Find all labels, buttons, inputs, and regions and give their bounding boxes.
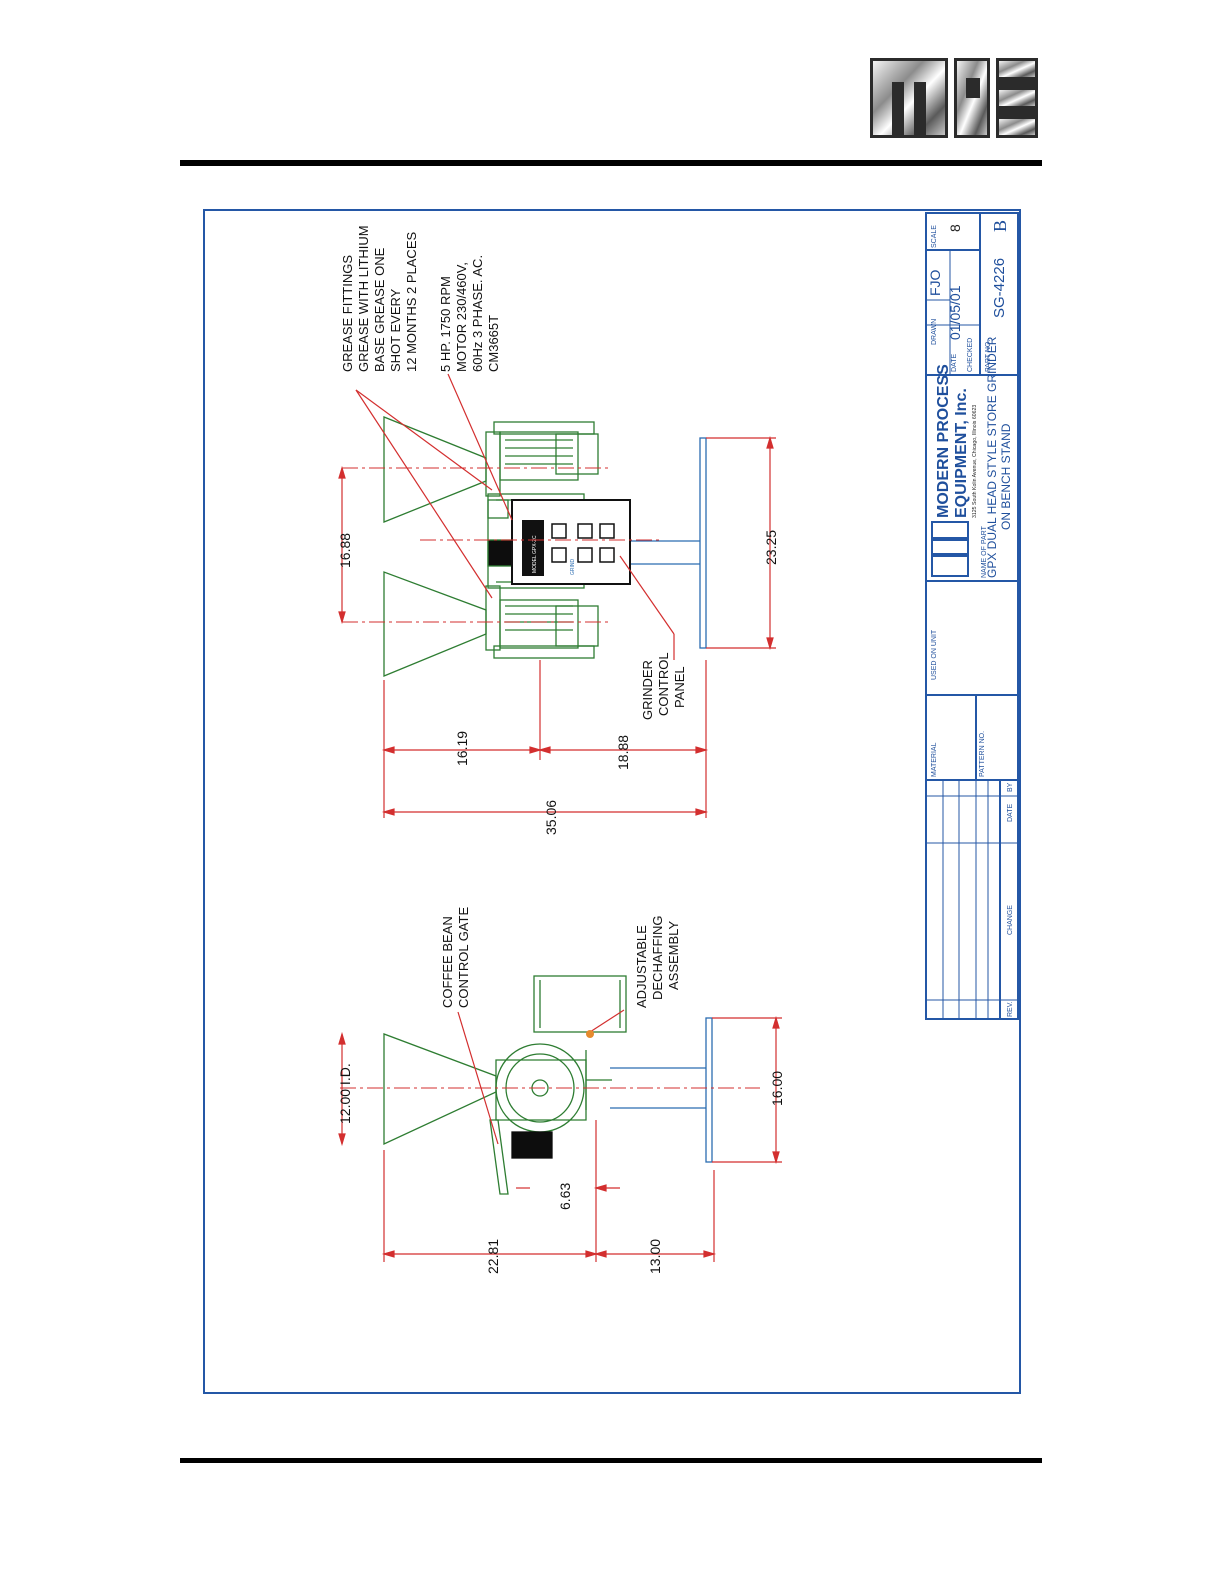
side-view-annotations: COFFEE BEAN CONTROL GATE ADJUSTABLE DECH… [337, 907, 785, 1274]
dim-35-06: 35.06 [543, 800, 559, 835]
panel-button-text: GRIND [570, 559, 576, 576]
company-address: 3125 South Kolin Avenue, Chicago, Illino… [972, 405, 978, 518]
drawn-label: DRAWN [931, 319, 938, 345]
side-stand-base [705, 1017, 713, 1163]
grease-note-line2: GREASE WITH LITHIUM [356, 225, 371, 372]
grease-note-line5: 12 MONTHS 2 PLACES [404, 232, 419, 372]
scale-value: 8 [947, 224, 963, 232]
left-hopper [383, 571, 487, 677]
side-view-drawing [383, 975, 713, 1195]
top-rule [180, 160, 1042, 166]
dim-18-88: 18.88 [615, 735, 631, 770]
name-of-part-label: NAME OF PART [981, 525, 988, 578]
dim-16-88: 16.88 [337, 533, 353, 568]
dim-16-00: 16.00 [769, 1071, 785, 1106]
date-label: DATE [951, 354, 958, 372]
part-no-label: PART NO. [985, 340, 992, 372]
dechaff-label-line1: ADJUSTABLE [634, 925, 649, 1008]
top-view-annotations: GREASE FITTINGS GREASE WITH LITHIUM BASE… [337, 225, 779, 835]
top-view-dimension-lines [338, 435, 776, 818]
scale-label: SCALE [931, 225, 938, 248]
dechaff-label-line2: DECHAFFING [650, 916, 665, 1001]
right-hopper [383, 416, 487, 523]
panel-label-line3: PANEL [672, 666, 687, 708]
grease-note-line4: SHOT EVERY [388, 288, 403, 372]
company-name-line2: EQUIPMENT, Inc. [953, 388, 970, 518]
company-name-line1: MODERN PROCESS [935, 364, 952, 518]
rev-label: REV. [1007, 1001, 1014, 1017]
top-view-centerlines [342, 467, 660, 623]
grease-note-line1: GREASE FITTINGS [340, 255, 355, 372]
title-block-logo [931, 521, 969, 577]
by-column-label: BY [1007, 782, 1014, 792]
gate-label-line2: CONTROL GATE [456, 907, 471, 1008]
stand-base-top [699, 437, 707, 649]
side-view-dimension-lines [338, 1015, 782, 1262]
motor-note-line3: 60Hz 3 PHASE. AC. [470, 255, 485, 372]
grease-note-line3: BASE GREASE ONE [372, 247, 387, 372]
part-name-line2: ON BENCH STAND [999, 423, 1013, 530]
title-block [925, 212, 1019, 1020]
title-block-text: SCALE 8 B DRAWN FJO DATE 01/05/01 CHECKE… [927, 220, 1014, 1017]
motor-note-line2: MOTOR 230/460V, [454, 262, 469, 372]
grinder-control-panel-box: MODEL GPX-2C GRIND [511, 499, 631, 585]
side-view-leaders [457, 1009, 625, 1145]
date-value: 01/05/01 [947, 285, 963, 340]
bottom-rule [180, 1458, 1042, 1463]
panel-label-line1: GRINDER [640, 660, 655, 720]
dim-6-63: 6.63 [557, 1183, 573, 1210]
change-label: CHANGE [1007, 905, 1014, 935]
panel-buttons[interactable] [551, 523, 615, 563]
side-hopper [383, 1033, 497, 1146]
panel-plate-text: MODEL GPX-2C [532, 535, 538, 573]
part-name-line1: GPX DUAL HEAD STYLE STORE GRINDER [985, 336, 999, 578]
motor-note-line4: CM3665T [486, 315, 501, 372]
dim-16-19: 16.19 [454, 731, 470, 766]
drawn-value: FJO [927, 269, 943, 296]
gate-label-line1: COFFEE BEAN [440, 916, 455, 1008]
checked-label: CHECKED [967, 338, 974, 372]
part-no-value: SG-4226 [991, 258, 1008, 318]
dim-13-00: 13.00 [647, 1239, 663, 1274]
drawing-border [203, 209, 1021, 1394]
material-label: MATERIAL [931, 742, 938, 777]
panel-label-line2: CONTROL [656, 652, 671, 716]
dechaffing-knob [586, 1030, 594, 1038]
used-on-label: USED ON UNIT [931, 629, 938, 680]
revision-letter: B [990, 220, 1010, 232]
dim-12-00-id: 12.00 I.D. [337, 1063, 353, 1124]
top-view-leaders [355, 373, 675, 660]
dim-22-81: 22.81 [485, 1239, 501, 1274]
motor-note-line1: 5 HP. 1750 RPM [438, 276, 453, 372]
dechaff-label-line3: ASSEMBLY [666, 921, 681, 990]
company-logo [870, 58, 1038, 138]
dim-23-25: 23.25 [763, 530, 779, 565]
date-column-label: DATE [1007, 804, 1014, 822]
pattern-no-label: PATTERN NO. [979, 731, 986, 777]
